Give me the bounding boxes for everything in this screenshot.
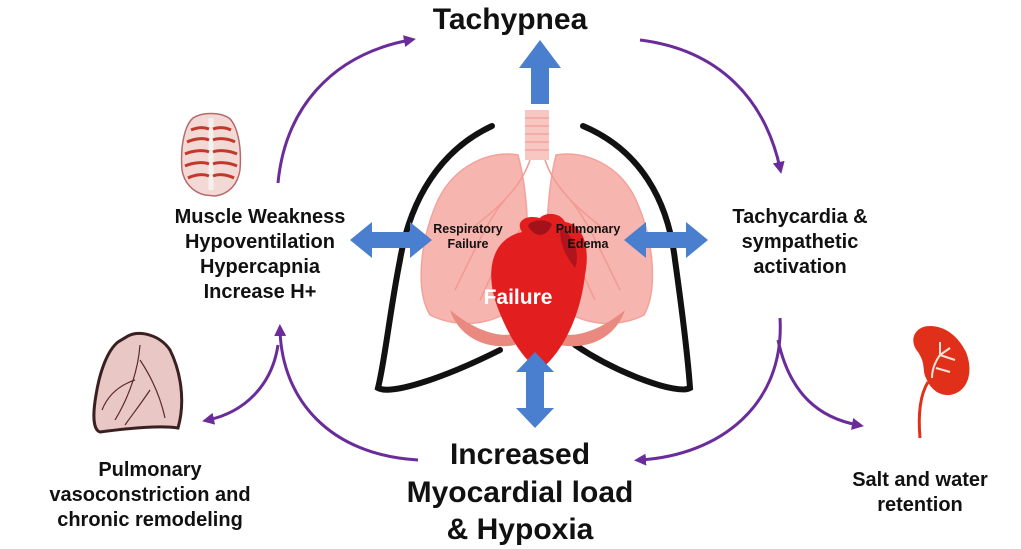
heart-icon: [491, 213, 587, 370]
label-line: vasoconstriction and: [49, 484, 251, 506]
label-line: Increase H+: [203, 281, 317, 303]
label-line: Edema: [567, 237, 609, 251]
tachypnea-label: Tachypnea: [432, 3, 588, 36]
label-line: Pulmonary: [555, 222, 621, 236]
salt-water-block: Salt and water retention: [840, 468, 1000, 518]
cycle-arrows: [202, 35, 864, 466]
label-line: Myocardial load: [406, 475, 634, 509]
label-line: sympathetic: [741, 231, 859, 253]
arrow-to-pulmonary-remodeling: [202, 344, 280, 425]
heart-failure-label: Failure: [483, 286, 553, 309]
label-line: activation: [753, 256, 847, 278]
label-line: Hypercapnia: [199, 256, 321, 278]
label-line: Tachycardia &: [732, 206, 868, 228]
label-line: Pulmonary: [98, 459, 202, 481]
arrow-right-double: [624, 222, 708, 258]
respiratory-symptoms-block: Muscle Weakness Hypoventilation Hypercap…: [150, 205, 370, 305]
pulmonary-edema-label: Pulmonary Edema: [548, 222, 628, 252]
chest-outline: [374, 123, 694, 393]
arrow-bottom-to-left: [274, 324, 419, 462]
arrow-up-to-tachypnea: [519, 40, 561, 104]
arrow-left-double: [350, 222, 432, 258]
arrow-to-salt-retention: [776, 339, 864, 430]
arrow-vertical-double: [516, 352, 554, 428]
cardiac-response-block: Tachycardia & sympathetic activation: [700, 205, 900, 280]
label-line: Respiratory: [433, 222, 503, 236]
label-line: chronic remodeling: [57, 509, 243, 531]
kidney-icon: [913, 326, 970, 439]
pulmonary-remodeling-block: Pulmonary vasoconstriction and chronic r…: [30, 458, 270, 533]
label-line: Salt and water: [852, 469, 988, 491]
label-line: Hypoventilation: [184, 231, 335, 253]
arrow-left-to-top: [276, 35, 416, 184]
arrow-right-to-bottom: [634, 317, 782, 466]
label-line: Failure: [447, 237, 489, 251]
label-line: Increased: [449, 438, 591, 471]
label-line: retention: [877, 494, 963, 516]
label-line: & Hypoxia: [446, 513, 594, 546]
diseased-lung-icon: [92, 332, 184, 434]
rib-cage-icon: [180, 112, 242, 197]
respiratory-failure-label: Respiratory Failure: [428, 222, 508, 252]
label-line: Muscle Weakness: [174, 206, 346, 228]
arrow-top-to-right: [639, 38, 785, 174]
myocardial-load-block: Increased Myocardial load & Hypoxia: [400, 436, 640, 549]
double-arrows: [350, 40, 708, 428]
